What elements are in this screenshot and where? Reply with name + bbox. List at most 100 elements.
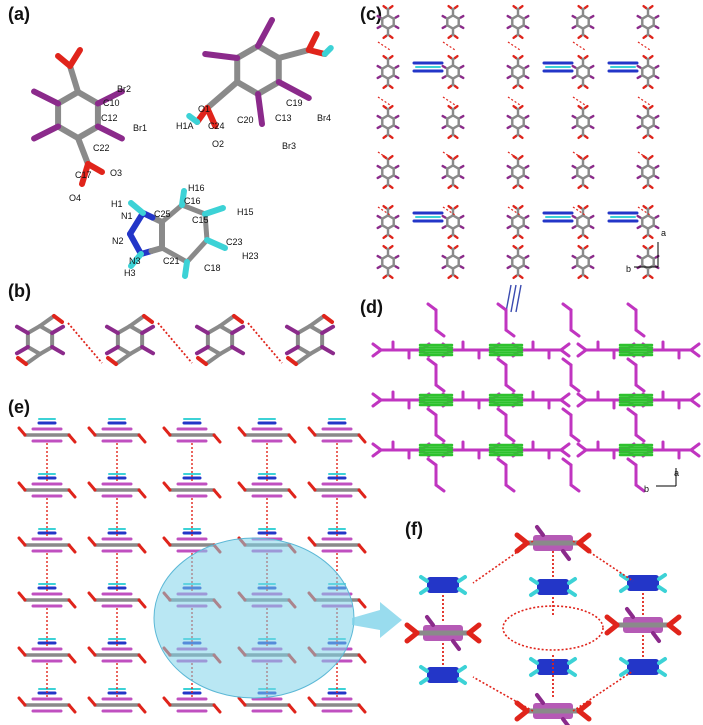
bond <box>604 622 620 636</box>
bond <box>394 14 400 19</box>
bond <box>636 14 642 19</box>
bond <box>87 426 97 437</box>
packing-molecule <box>307 688 367 714</box>
bond <box>287 488 297 499</box>
bond <box>218 314 236 328</box>
bond <box>447 4 453 10</box>
bond <box>287 703 297 714</box>
bond <box>204 79 241 111</box>
bond <box>589 175 595 180</box>
atom-label-c25: C25 <box>154 209 171 219</box>
bond <box>642 34 648 40</box>
bond <box>17 646 27 657</box>
panel-c-axis-a: a <box>661 228 667 238</box>
bond <box>142 314 154 324</box>
bond <box>204 352 222 366</box>
packing-molecule <box>87 688 147 714</box>
bond <box>518 104 524 110</box>
network-molecule <box>376 4 400 40</box>
bond <box>67 653 77 664</box>
magenta-unit <box>641 390 701 410</box>
green-stack <box>618 443 654 457</box>
axis-arrows <box>656 468 677 487</box>
bond <box>559 442 571 452</box>
bond <box>394 75 400 80</box>
bond <box>357 433 367 444</box>
bond <box>255 79 282 97</box>
atom-label-h1: H1 <box>111 199 123 209</box>
bond <box>321 45 334 57</box>
bond <box>441 14 447 19</box>
bond <box>506 254 512 259</box>
network-molecule <box>506 104 530 140</box>
network-molecule <box>506 4 530 40</box>
panel-c-packing-network <box>376 4 660 280</box>
bond <box>657 585 667 593</box>
bond <box>642 184 648 190</box>
bond <box>648 104 654 110</box>
packing-molecule <box>17 418 77 444</box>
bond <box>576 348 588 358</box>
atom-label-h15: H15 <box>237 207 254 217</box>
bond <box>52 314 64 324</box>
bond <box>179 188 187 208</box>
bond <box>577 234 583 240</box>
bond <box>459 214 465 219</box>
bond <box>434 383 446 393</box>
imidazole-stack <box>542 61 574 73</box>
atom-label-o1: O1 <box>198 104 211 114</box>
bond <box>506 225 512 230</box>
bond <box>284 345 300 356</box>
bond <box>571 225 577 230</box>
bond <box>451 639 461 651</box>
atom-label-br3: Br3 <box>282 141 297 151</box>
bond <box>576 392 588 402</box>
network-molecule <box>636 244 660 280</box>
bond <box>512 104 518 110</box>
bond <box>518 4 524 10</box>
bond <box>529 577 539 585</box>
bond <box>571 265 577 270</box>
network-molecule <box>441 4 465 40</box>
bond <box>654 64 660 69</box>
bond <box>382 204 388 210</box>
bond <box>382 4 388 10</box>
atom-label-c20: C20 <box>237 115 254 125</box>
bond <box>308 324 325 335</box>
bond <box>371 398 383 408</box>
bond <box>506 125 512 130</box>
bond <box>577 34 583 40</box>
bond <box>419 665 429 673</box>
bond <box>447 204 453 210</box>
bond <box>569 328 581 338</box>
bond <box>376 14 382 19</box>
bond <box>67 47 83 69</box>
imidazole-unit <box>419 665 467 685</box>
bond <box>394 254 400 259</box>
bond <box>569 483 581 493</box>
bond <box>55 123 81 141</box>
bond <box>162 426 172 437</box>
bond <box>128 324 145 335</box>
bond <box>376 225 382 230</box>
panel-f-hbond-ring <box>404 525 682 725</box>
bond <box>459 254 465 259</box>
bond <box>441 64 447 69</box>
bond <box>689 448 701 458</box>
magenta-link <box>426 457 446 493</box>
bond <box>382 134 388 140</box>
hydrogen-bond <box>637 151 651 161</box>
bond <box>94 123 125 142</box>
bond <box>453 244 459 250</box>
bond <box>559 448 571 458</box>
bond <box>453 184 459 190</box>
bond <box>524 214 530 219</box>
bond <box>275 47 312 61</box>
atom-label-c13: C13 <box>275 113 292 123</box>
bond <box>518 244 524 250</box>
bond <box>212 433 222 444</box>
bond <box>31 88 62 107</box>
bond <box>441 225 447 230</box>
bond <box>642 54 648 60</box>
bond <box>654 114 660 119</box>
